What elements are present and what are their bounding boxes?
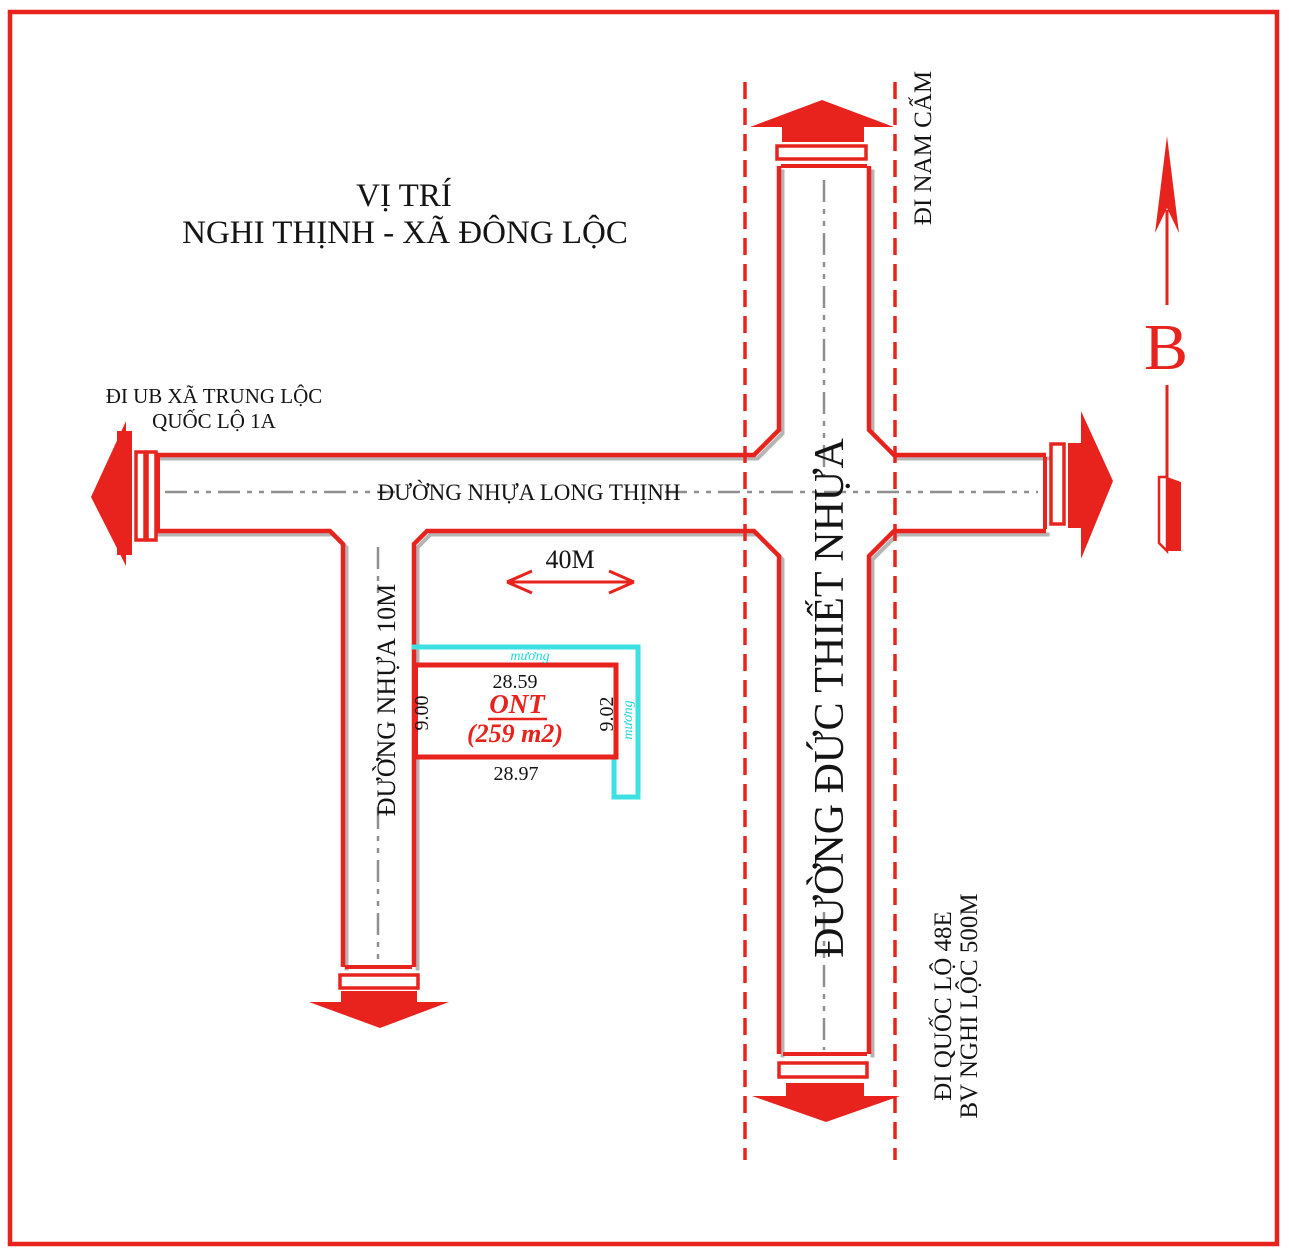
plot-rect [413,662,619,760]
canal-label-right: mương [621,700,636,739]
compass-fletching-fill [1167,477,1181,551]
arrow-south-head [752,1083,900,1122]
compass: B [1144,136,1188,555]
road-centerlines [165,180,1038,1050]
plot-dim-left: 9.00 [411,696,433,731]
compass-fletching-outline [1157,475,1169,555]
direction-west-line1: ĐI UB XÃ TRUNG LỘC [106,384,323,408]
arrow-east-stem [1068,443,1084,528]
direction-north-label: ĐI NAM CẤM [908,71,937,225]
arrow-west [91,421,158,566]
arrow-west-head [91,421,126,566]
plot-land-use-label: ONT [489,689,546,719]
map-title-line1: VỊ TRÍ [356,177,452,214]
page-border [7,9,1280,1247]
plot-dim-bottom: 28.97 [494,763,539,785]
arrow-branch-south [309,973,449,1028]
road-edge-smid [414,531,779,1054]
direction-south-line1: ĐI QUỐC LỘ 48E [928,911,957,1101]
compass-arrowhead [1155,136,1179,233]
road-edge-sw [152,531,343,967]
scale-label: 40M [545,545,594,574]
arrow-south [752,1061,900,1122]
arrow-branch-head [309,991,449,1028]
road-name-long-thinh: ĐƯỜNG NHỰA LONG THỊNH [378,479,681,505]
direction-west-line2: QUỐC LỘ 1A [152,409,276,433]
scale-indicator: 40M [506,545,635,595]
road-shadow-ne [870,167,1052,461]
road-name-duc-thiet: ĐƯỜNG ĐỨC THIẾT NHỰA [805,437,853,957]
arrow-north-head [750,100,894,142]
plot-dim-top: 28.59 [493,671,538,693]
plot-area-label: (259 m2) [467,719,563,748]
arrow-east-bar [1049,442,1066,526]
arrow-branch-bar [338,973,420,990]
road-shadow-sw [153,532,349,973]
arrow-east [1049,411,1113,559]
map-title-line2: NGHI THỊNH - XÃ ĐÔNG LỘC [182,213,628,251]
arrow-south-bar [777,1061,869,1079]
arrow-west-bar2 [145,450,158,542]
arrow-north-bar [775,144,868,161]
direction-south-line2: BV NGHI LỘC 500M [955,893,983,1118]
road-shadows [153,167,1052,1060]
plot-dim-right: 9.02 [596,697,618,732]
canal-line [412,644,641,800]
compass-north-label: B [1144,311,1188,384]
canal-label-top: mương [510,649,549,664]
arrow-east-head [1081,411,1113,559]
scale-arrow [506,569,635,595]
arrow-west-bar1 [134,450,147,542]
road-shadow-smid [415,532,785,1060]
road-name-nhua-10m: ĐƯỜNG NHỰA 10M [372,584,401,816]
land-plot: 28.59 28.97 9.00 9.02 ONT (259 m2) [411,662,619,785]
arrow-north [750,100,894,161]
road-edges [152,166,1046,1054]
road-edge-ne [869,166,1046,455]
